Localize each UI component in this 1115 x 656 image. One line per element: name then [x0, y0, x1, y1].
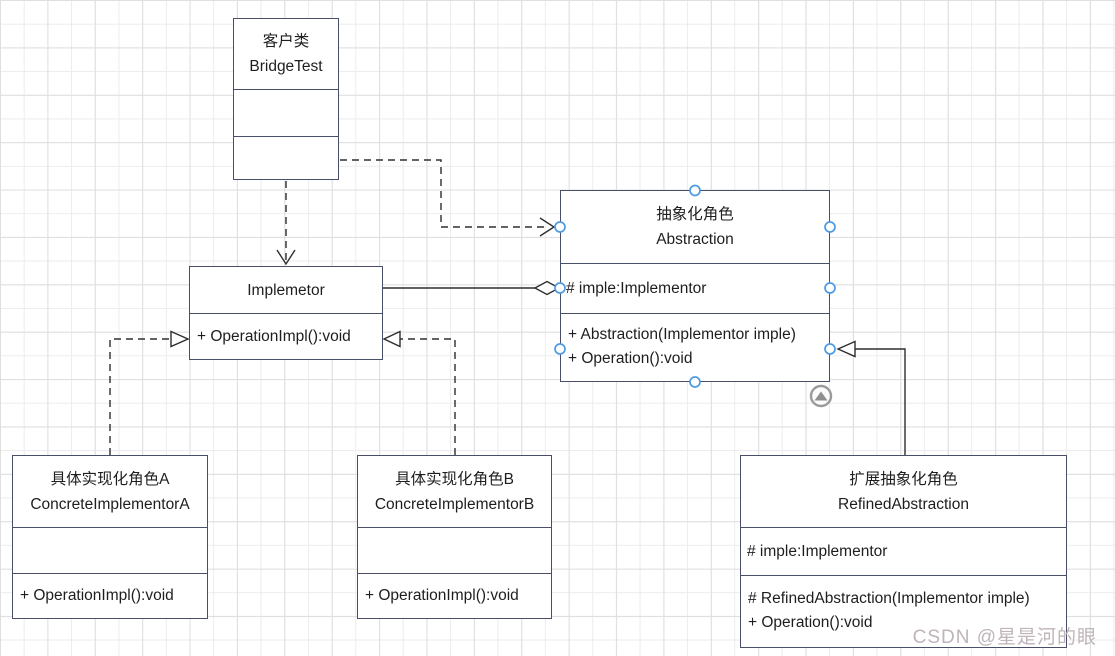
edge-implementor-abstraction[interactable]: [383, 280, 561, 296]
method-line: + Operation():void: [568, 350, 693, 367]
class-methods-refined: # RefinedAbstraction(Implementor imple) …: [741, 575, 1066, 646]
class-methods-concrete-b: + OperationImpl():void: [358, 573, 551, 617]
class-title-cn: 具体实现化角色A: [50, 470, 170, 488]
class-title-concrete-a: 具体实现化角色A ConcreteImplementorA: [13, 456, 207, 527]
method-line: + OperationImpl():void: [197, 327, 351, 345]
class-attributes-refined: # imple:Implementor: [741, 527, 1066, 575]
method-line: + OperationImpl():void: [20, 586, 174, 604]
class-title-cn: 具体实现化角色B: [395, 470, 514, 488]
class-title-cn: 客户类: [262, 33, 310, 50]
class-methods-concrete-a: + OperationImpl():void: [13, 573, 207, 617]
class-title-en: Implemetor: [247, 281, 325, 299]
method-line: + Abstraction(Implementor imple): [568, 326, 796, 343]
edge-client-abstraction[interactable]: [340, 159, 556, 237]
class-title-en: BridgeTest: [249, 58, 323, 75]
class-attributes-abstraction: # imple:Implementor: [561, 263, 829, 313]
edge-client-implementor[interactable]: [276, 181, 296, 266]
class-attributes-client: [234, 89, 338, 136]
class-title-refined: 扩展抽象化角色 RefinedAbstraction: [741, 456, 1066, 527]
class-box-client[interactable]: 客户类 BridgeTest: [233, 18, 339, 180]
method-line: + Operation():void: [748, 614, 873, 631]
class-methods-abstraction: + Abstraction(Implementor imple) + Opera…: [561, 313, 829, 380]
triangle-arrowhead-icon: [836, 340, 856, 358]
triangle-arrowhead-icon: [170, 330, 190, 348]
class-title-en: ConcreteImplementorB: [374, 495, 535, 513]
class-methods-implementor: + OperationImpl():void: [190, 313, 382, 360]
open-arrowhead-icon: [276, 249, 296, 266]
diamond-arrowhead-icon: [533, 280, 561, 296]
class-title-abstraction: 抽象化角色 Abstraction: [561, 191, 829, 263]
class-box-abstraction[interactable]: 抽象化角色 Abstraction # imple:Implementor + …: [560, 190, 830, 382]
class-title-cn: 抽象化角色: [656, 206, 734, 223]
class-box-concrete-a[interactable]: 具体实现化角色A ConcreteImplementorA + Operatio…: [12, 455, 208, 619]
class-box-implementor[interactable]: Implemetor + OperationImpl():void: [189, 266, 383, 360]
attribute-line: # imple:Implementor: [566, 279, 707, 297]
open-arrowhead-icon: [539, 217, 556, 237]
class-attributes-concrete-b: [358, 527, 551, 573]
class-methods-client: [234, 136, 338, 179]
edge-concrete-b-implementor[interactable]: [382, 330, 456, 456]
class-box-refined[interactable]: 扩展抽象化角色 RefinedAbstraction # imple:Imple…: [740, 455, 1067, 648]
class-title-en: RefinedAbstraction: [838, 495, 969, 513]
method-line: # RefinedAbstraction(Implementor imple): [748, 590, 1030, 607]
class-box-concrete-b[interactable]: 具体实现化角色B ConcreteImplementorB + Operatio…: [357, 455, 552, 619]
class-attributes-concrete-a: [13, 527, 207, 573]
class-title-en: ConcreteImplementorA: [30, 495, 190, 513]
class-title-en: Abstraction: [656, 231, 734, 248]
class-title-client: 客户类 BridgeTest: [234, 19, 338, 89]
class-title-cn: 扩展抽象化角色: [849, 470, 958, 488]
attribute-line: # imple:Implementor: [747, 542, 888, 560]
method-line: + OperationImpl():void: [365, 586, 519, 604]
triangle-arrowhead-icon: [382, 330, 401, 348]
class-title-implementor: Implemetor: [190, 267, 382, 313]
class-title-concrete-b: 具体实现化角色B ConcreteImplementorB: [358, 456, 551, 527]
csdn-watermark: CSDN @星是河的眼: [912, 627, 1097, 648]
edge-concrete-a-implementor[interactable]: [109, 330, 190, 456]
edge-refined-abstraction[interactable]: [836, 340, 906, 456]
collapse-toggle-icon[interactable]: [809, 384, 833, 408]
